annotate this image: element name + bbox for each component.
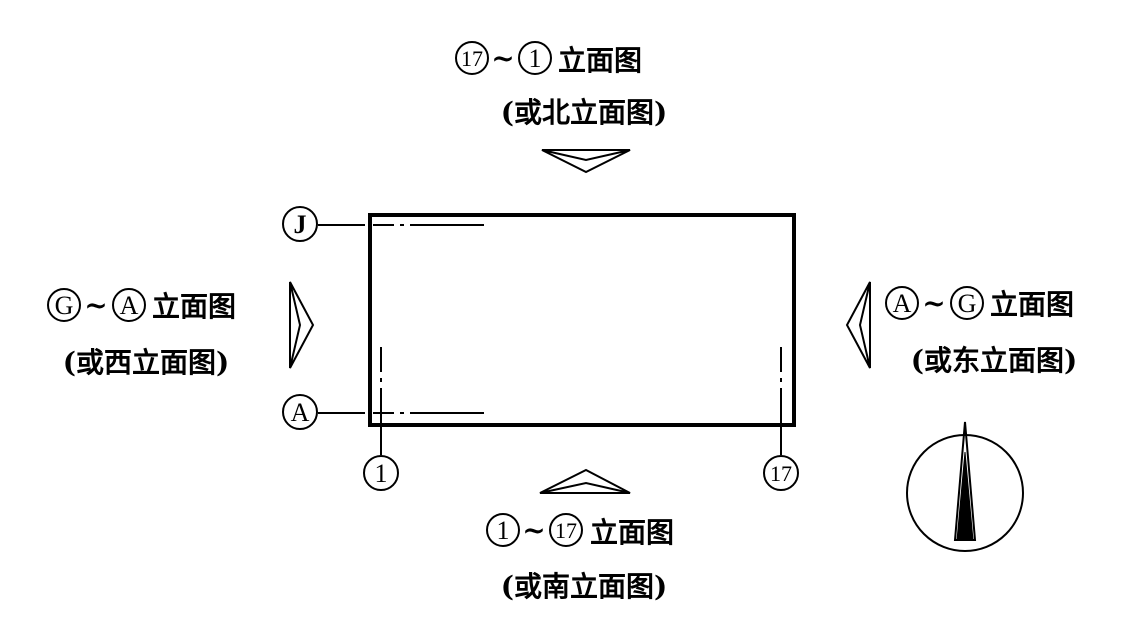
range-tilde: ~ bbox=[491, 42, 514, 75]
south-elevation-label: 1 ~ 17 立面图 (或南立面图) bbox=[486, 513, 674, 603]
grid-bubble-1-col bbox=[363, 455, 399, 491]
grid-bubble-1-text: 1 bbox=[497, 516, 510, 545]
west-elevation-label: G ~ A 立面图 (或西立面图) bbox=[47, 288, 236, 379]
elevation-title: 立面图 bbox=[590, 516, 674, 549]
grid-bubble-G-text: G bbox=[958, 289, 977, 318]
grid-bubble-A-row-text: A bbox=[291, 398, 310, 427]
elevation-alt-name: (或南立面图) bbox=[501, 570, 668, 603]
view-arrow-west-icon bbox=[289, 281, 315, 369]
elevation-alt-name: (或北立面图) bbox=[501, 96, 668, 129]
range-tilde: ~ bbox=[922, 287, 945, 320]
grid-bubble-17 bbox=[549, 513, 583, 547]
grid-bubble-17-text: 17 bbox=[555, 518, 577, 543]
grid-bubble-A bbox=[885, 286, 919, 320]
grid-bubble-1 bbox=[518, 41, 552, 75]
grid-bubble-1 bbox=[486, 513, 520, 547]
elevation-alt-name: (或西立面图) bbox=[63, 346, 230, 379]
elevation-alt-name: (或东立面图) bbox=[911, 344, 1078, 377]
elevation-title: 立面图 bbox=[558, 44, 642, 77]
north-arrow-icon bbox=[906, 421, 1024, 552]
east-elevation-label: A ~ G 立面图 (或东立面图) bbox=[885, 286, 1078, 377]
grid-bubble-1-col-text: 1 bbox=[375, 459, 388, 488]
grid-bubble-17-col bbox=[763, 455, 799, 491]
north-elevation-label: 17 ~ 1 立面图 (或北立面图) bbox=[455, 41, 668, 129]
grid-bubble-A-text: A bbox=[120, 291, 139, 320]
grid-bubble-J-text: J bbox=[294, 210, 307, 239]
grid-bubble-A-row bbox=[282, 394, 318, 430]
view-arrow-south-icon bbox=[539, 468, 631, 494]
view-arrow-north-icon bbox=[541, 149, 631, 174]
range-tilde: ~ bbox=[522, 514, 545, 547]
elevation-title: 立面图 bbox=[990, 288, 1074, 321]
grid-bubble-1-text: 1 bbox=[529, 44, 542, 73]
grid-bubble-G bbox=[47, 288, 81, 322]
grid-bubble-17-col-text: 17 bbox=[770, 461, 792, 486]
range-tilde: ~ bbox=[84, 289, 107, 322]
elevation-title: 立面图 bbox=[152, 290, 236, 323]
view-arrow-east-icon bbox=[845, 281, 871, 369]
grid-bubble-A-text: A bbox=[893, 289, 912, 318]
building-plan-outline bbox=[368, 213, 796, 427]
grid-bubble-G-text: G bbox=[55, 291, 74, 320]
grid-bubble-G bbox=[950, 286, 984, 320]
grid-bubble-J bbox=[282, 206, 318, 242]
grid-bubble-A bbox=[112, 288, 146, 322]
grid-bubble-17-text: 17 bbox=[461, 46, 483, 71]
grid-bubble-17 bbox=[455, 41, 489, 75]
